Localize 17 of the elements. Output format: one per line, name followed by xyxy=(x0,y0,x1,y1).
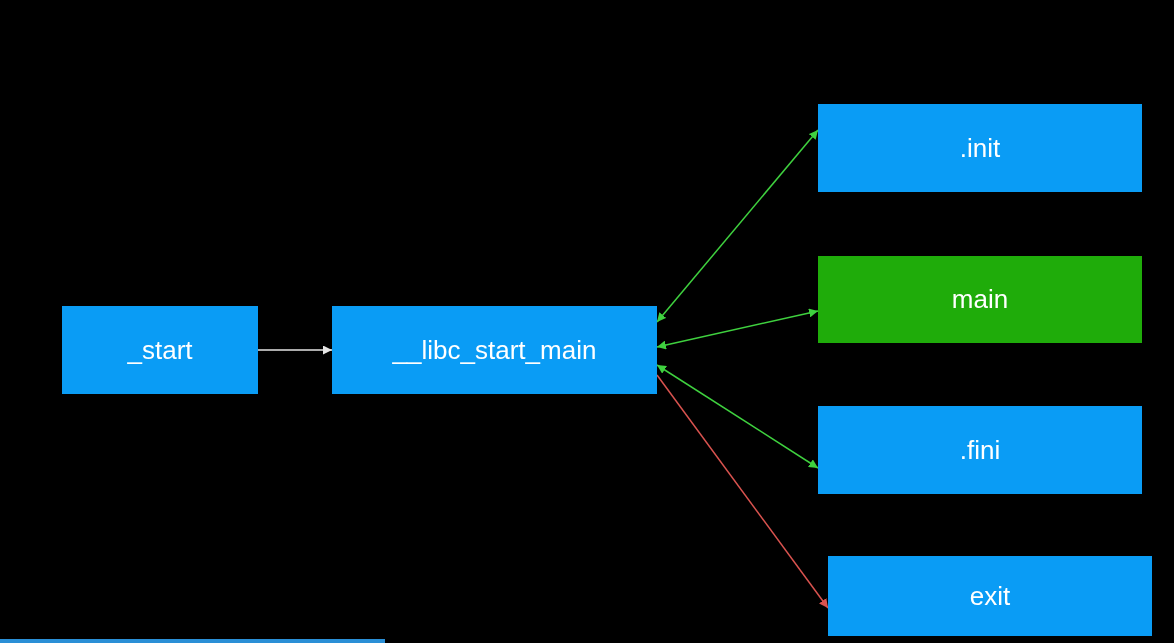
arrow xyxy=(656,364,819,469)
arrow xyxy=(257,345,333,355)
process-box xyxy=(332,306,657,394)
box-label: main xyxy=(951,283,1009,316)
process-box xyxy=(818,104,1142,192)
box-label: .init xyxy=(959,131,1001,165)
process-box xyxy=(818,256,1142,343)
box-label: _start xyxy=(127,333,193,367)
arrow xyxy=(656,308,819,350)
box-label: .fini xyxy=(959,433,1001,467)
box-label: __libc_start_main xyxy=(392,333,597,367)
process-box xyxy=(828,556,1152,636)
arrow xyxy=(656,129,819,323)
process-box xyxy=(62,306,258,394)
box-label: exit xyxy=(969,579,1011,613)
process-box xyxy=(818,406,1142,494)
arrow xyxy=(656,374,829,609)
